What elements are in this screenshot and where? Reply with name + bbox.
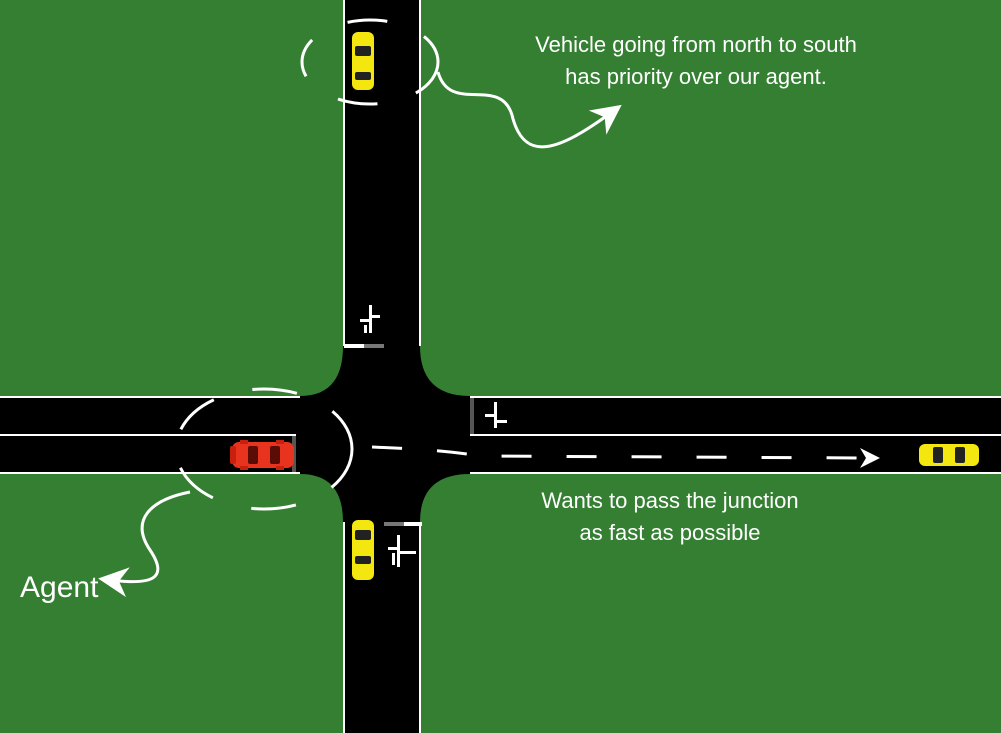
vehicle-south — [352, 520, 374, 580]
priority-note-line1: Vehicle going from north to south — [535, 32, 857, 57]
arrowhead-icon — [860, 448, 880, 468]
goal-note-line2: as fast as possible — [580, 520, 761, 545]
grass-corner-se-curve — [420, 474, 470, 522]
vehicle-north — [352, 32, 374, 90]
priority-callout-arrow — [436, 71, 622, 149]
highlight-agent — [174, 387, 354, 511]
grass-corner-nw — [300, 346, 343, 396]
agent-car — [230, 440, 294, 470]
agent-label: Agent — [20, 571, 99, 604]
agent-callout-arrow — [98, 490, 191, 598]
highlight-north-vehicle — [300, 18, 440, 106]
vehicle-east — [919, 444, 979, 466]
goal-note-line1: Wants to pass the junction — [541, 488, 798, 513]
priority-note-line2: has priority over our agent. — [565, 64, 827, 89]
agent-path — [371, 445, 869, 460]
turn-arrows-icon — [360, 305, 507, 567]
grass-corner-ne — [420, 346, 470, 396]
